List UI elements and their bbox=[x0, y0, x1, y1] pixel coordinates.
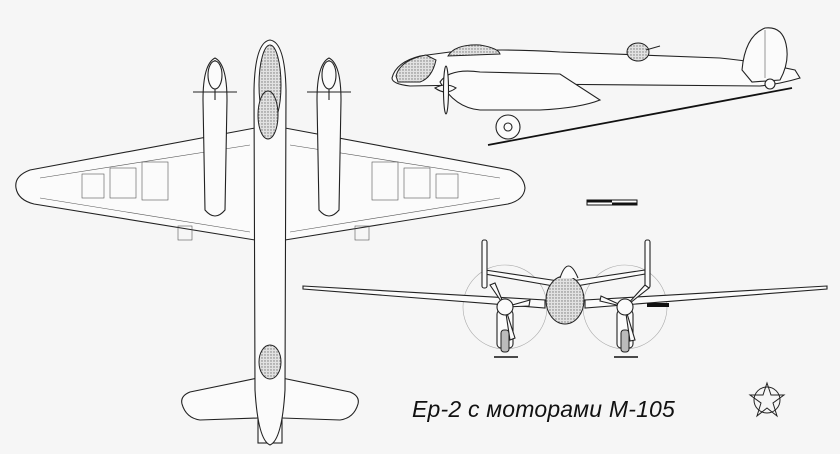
fuselage-top bbox=[253, 39, 287, 446]
wing-front bbox=[302, 285, 828, 309]
engine-front-right bbox=[599, 284, 669, 358]
cockpit-glazing-side bbox=[447, 44, 501, 57]
fin-left bbox=[481, 239, 488, 289]
front-view bbox=[302, 239, 828, 358]
engine-front-left bbox=[489, 282, 531, 358]
drawing-caption: Ер-2 с моторами М-105 bbox=[412, 396, 676, 422]
side-view bbox=[391, 27, 801, 146]
ground-line bbox=[487, 87, 793, 146]
engine-nacelle-side bbox=[439, 70, 602, 111]
nose-glazing-side bbox=[395, 54, 437, 83]
turret-glazing bbox=[258, 344, 282, 380]
dorsal-turret-side bbox=[626, 42, 650, 62]
propeller-side bbox=[442, 65, 450, 115]
top-view bbox=[15, 39, 526, 446]
fin-right bbox=[644, 239, 651, 289]
cockpit-glazing bbox=[257, 90, 279, 140]
tail-fin bbox=[741, 27, 788, 83]
engine-nacelle-left bbox=[193, 57, 237, 217]
flap-panels bbox=[81, 161, 459, 201]
star-insignia-icon bbox=[748, 381, 786, 418]
engine-nacelle-right bbox=[307, 57, 351, 217]
scale-bar bbox=[586, 199, 638, 206]
tail-wheel bbox=[764, 78, 776, 90]
fuselage-front bbox=[545, 275, 585, 325]
